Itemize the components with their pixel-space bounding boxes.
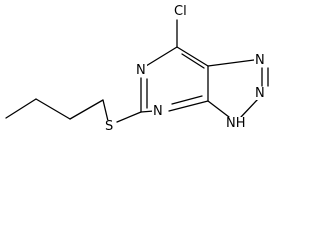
pyrimidine-nitrogen-3-label: N bbox=[152, 104, 164, 119]
bond-n9-c3a bbox=[207, 100, 230, 118]
bond-propyl-3 bbox=[69, 99, 104, 120]
bond-c3a-n2 bbox=[168, 100, 209, 112]
bond-n1-c7 bbox=[145, 46, 178, 67]
structure-canvas: Cl N N S N N NH bbox=[5, 4, 269, 134]
triazole-nitrogen-2-label: N bbox=[254, 86, 266, 101]
bond-propyl-1 bbox=[5, 98, 37, 119]
bond-c7a-n7 bbox=[207, 59, 255, 67]
triazole-nitrogen-1-label: N bbox=[254, 53, 266, 68]
bond-propyl-2 bbox=[35, 98, 71, 120]
bond-drawing bbox=[5, 19, 269, 123]
bond-s-ring bbox=[116, 111, 142, 123]
bond-s-chain bbox=[102, 99, 109, 122]
bond-c3a-n2-double bbox=[171, 95, 203, 105]
bond-n8-n9 bbox=[240, 98, 259, 118]
bond-c7-c7a bbox=[176, 46, 209, 67]
triazole-nh-label: NH bbox=[225, 116, 247, 131]
chlorine-atom-label: Cl bbox=[173, 4, 188, 19]
bond-c7-c7a-double bbox=[181, 53, 205, 69]
pyrimidine-nitrogen-1-label: N bbox=[135, 63, 147, 78]
sulfur-atom-label: S bbox=[104, 119, 115, 134]
bond-n2-c5 bbox=[140, 110, 155, 113]
